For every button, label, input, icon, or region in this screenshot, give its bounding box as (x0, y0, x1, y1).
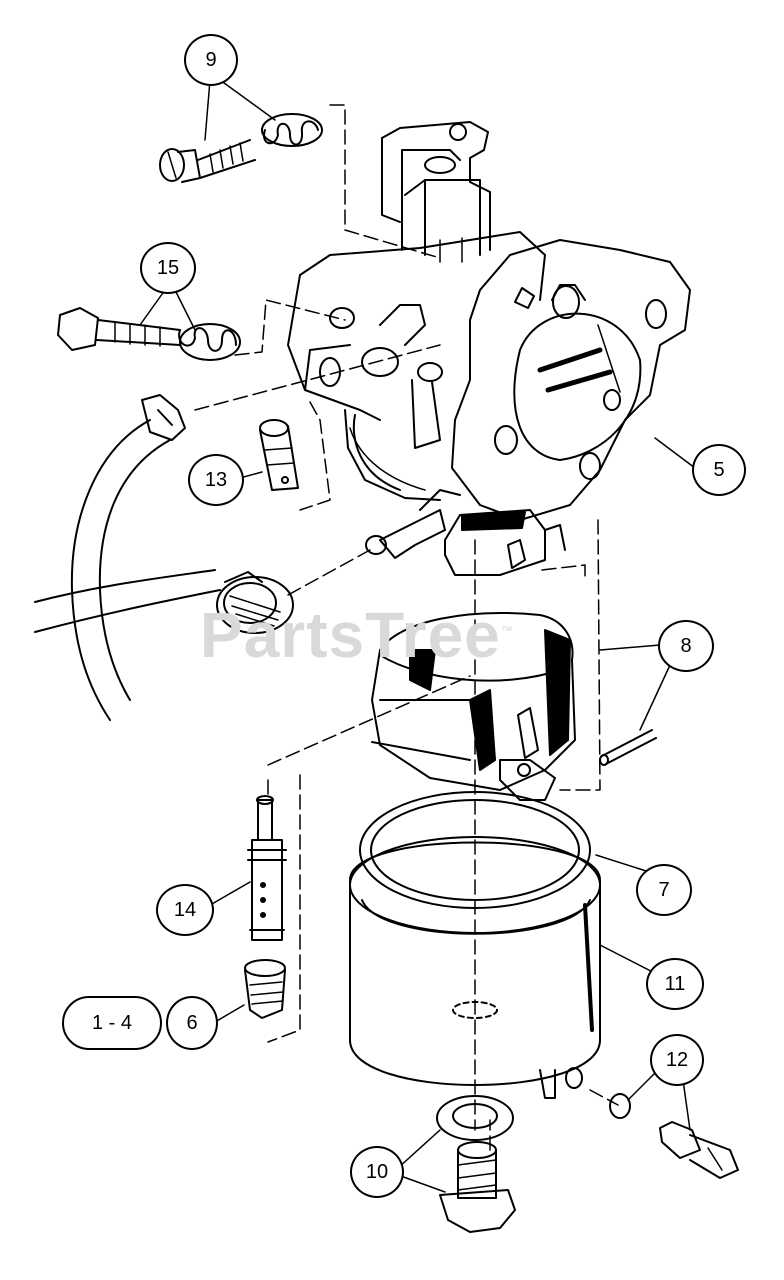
callout-5[interactable]: 5 (692, 444, 746, 496)
main-nozzle (247, 795, 287, 941)
assembly-guide-lines (194, 104, 619, 1151)
drain-screw (609, 1093, 739, 1179)
main-jet (244, 959, 286, 1019)
hose-clamp-upper (141, 394, 186, 441)
mixture-screw-spring (178, 323, 241, 361)
callout-11[interactable]: 11 (646, 958, 704, 1010)
callout-10[interactable]: 10 (350, 1146, 404, 1198)
callout-6[interactable]: 6 (166, 996, 218, 1050)
bowl-bolt (439, 1141, 516, 1233)
callout-7[interactable]: 7 (636, 864, 692, 916)
mixture-screw (57, 307, 181, 351)
callout-14[interactable]: 14 (156, 884, 214, 936)
idle-speed-screw (159, 139, 256, 183)
fuel-hose (34, 419, 221, 721)
callout-9[interactable]: 9 (184, 34, 238, 86)
float (371, 612, 576, 801)
idle-jet (259, 419, 299, 491)
callout-13[interactable]: 13 (188, 454, 244, 506)
callout-12[interactable]: 12 (650, 1034, 704, 1086)
idle-screw-spring (261, 113, 323, 147)
callout-15[interactable]: 15 (140, 242, 196, 294)
callout-ref-1-4[interactable]: 1 - 4 (62, 996, 162, 1050)
hose-clamp-lower (216, 571, 294, 634)
leader-lines (139, 79, 696, 1193)
carburetor-body (287, 121, 691, 576)
callout-8[interactable]: 8 (658, 620, 714, 672)
float-hinge-pin (599, 729, 657, 766)
